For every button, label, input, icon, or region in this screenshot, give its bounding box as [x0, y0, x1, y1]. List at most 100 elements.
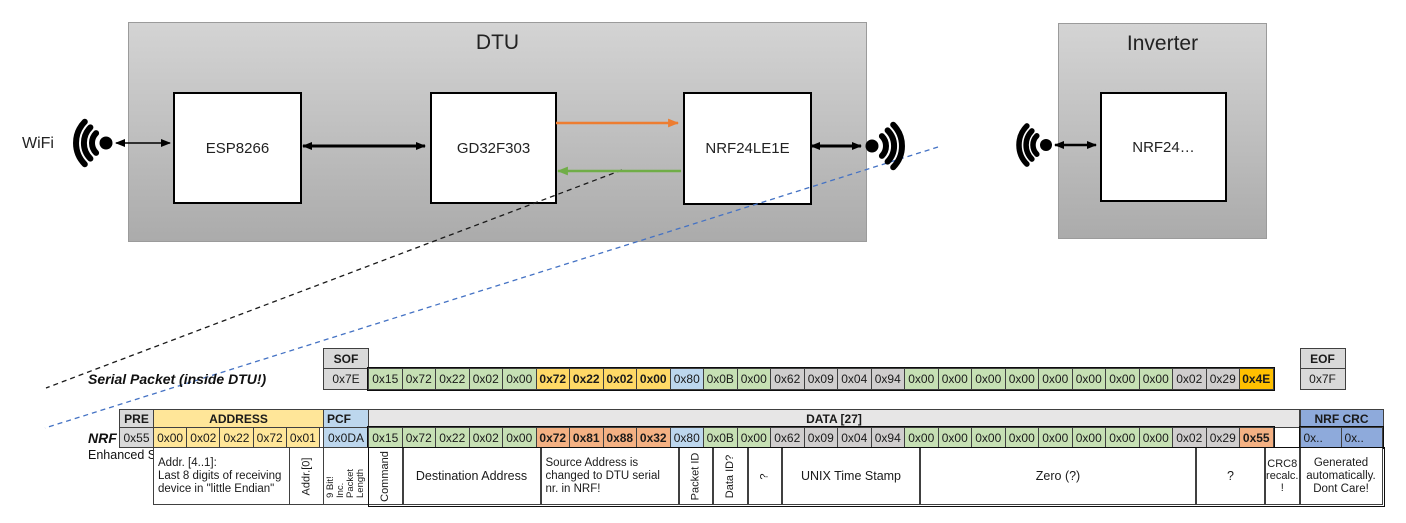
byte-cell: 0x72	[401, 368, 436, 390]
byte-cell: 0x00	[904, 427, 939, 448]
annotation-command: Command	[368, 447, 403, 505]
byte-cell: 0x02	[1172, 427, 1207, 448]
byte-cell: 0x22	[435, 368, 470, 390]
byte-cell: 0x0B	[703, 368, 738, 390]
annotation-address: Addr. [4..1]: Last 8 digits of receiving…	[153, 447, 290, 505]
nrf-pcf-value: 0x0DA	[323, 427, 369, 448]
byte-cell: 0x02	[186, 427, 221, 448]
nrf-data-header: DATA [27]	[368, 409, 1300, 428]
byte-cell: 0x00	[1038, 427, 1073, 448]
serial-eof-header: EOF	[1299, 348, 1346, 369]
annotation-packet-id: Packet ID	[678, 447, 713, 505]
byte-cell: 0x04	[837, 427, 872, 448]
byte-cell: 0x00	[1004, 427, 1039, 448]
byte-cell: 0x00	[971, 368, 1006, 390]
wifi-icon-inverter	[1016, 123, 1052, 167]
inverter-nrf24-label: NRF24…	[1132, 138, 1195, 156]
byte-cell: 0x62	[770, 368, 805, 390]
nrf24le1e-label: NRF24LE1E	[705, 140, 790, 157]
byte-cell: 0x00	[937, 427, 972, 448]
byte-cell: 0x00	[736, 368, 771, 390]
byte-cell: 0x80	[669, 368, 704, 390]
nrf24le1e-box: NRF24LE1E	[683, 92, 812, 205]
annotation-question-2: ?	[1196, 447, 1265, 505]
annotation-pcf: 9 Bit! Inc. Packet Length	[323, 447, 369, 505]
byte-cell: 0x00	[1071, 427, 1106, 448]
esp8266-label: ESP8266	[205, 139, 270, 157]
byte-cell: 0x00	[153, 427, 188, 448]
byte-cell: 0x22	[569, 368, 604, 390]
byte-cell: 0x00	[736, 427, 771, 448]
byte-cell: 0x09	[803, 368, 838, 390]
byte-cell: 0x29	[1205, 368, 1240, 390]
nrf-pre-value: 0x55	[119, 427, 154, 448]
annotation-unix-timestamp: UNIX Time Stamp	[782, 447, 920, 505]
byte-cell: 0x..	[1299, 427, 1342, 448]
serial-eof-value: 0x7F	[1299, 368, 1346, 390]
annotation-zero: Zero (?)	[920, 447, 1196, 505]
byte-cell: 0x00	[971, 427, 1006, 448]
annotation-addr0: Addr.[0]	[289, 447, 324, 505]
byte-cell: 0x00	[1071, 368, 1106, 390]
byte-cell: 0x72	[535, 368, 570, 390]
byte-cell: 0x62	[770, 427, 805, 448]
annotation-question-1: ?	[747, 447, 782, 505]
nrf-crc-byte-row: 0x..0x..	[1298, 426, 1384, 449]
serial-packet-label: Serial Packet (inside DTU!)	[88, 371, 267, 387]
byte-cell: 0x22	[219, 427, 254, 448]
byte-cell: 0x04	[837, 368, 872, 390]
byte-cell: 0x72	[401, 427, 436, 448]
inverter-container-box: Inverter	[1058, 23, 1267, 239]
byte-cell: 0x00	[1105, 368, 1140, 390]
byte-cell: 0x80	[669, 427, 704, 448]
inverter-nrf24-box: NRF24…	[1100, 92, 1227, 202]
byte-cell: 0x01	[285, 427, 320, 448]
byte-cell: 0x29	[1205, 427, 1240, 448]
byte-cell: 0x00	[502, 427, 537, 448]
wifi-icon-left	[73, 118, 113, 168]
byte-cell: 0x22	[435, 427, 470, 448]
byte-cell: 0x72	[252, 427, 287, 448]
byte-cell: 0x00	[1105, 427, 1140, 448]
byte-cell: 0x02	[1172, 368, 1207, 390]
serial-sof-header: SOF	[323, 348, 369, 369]
byte-cell: 0x02	[468, 427, 503, 448]
byte-cell: 0x55	[1239, 427, 1274, 448]
byte-cell: 0x00	[904, 368, 939, 390]
byte-cell: 0x09	[803, 427, 838, 448]
byte-cell: 0x0B	[703, 427, 738, 448]
byte-cell: 0x00	[1138, 368, 1173, 390]
byte-cell: 0x72	[535, 427, 570, 448]
nrf-pcf-header: PCF	[323, 409, 369, 428]
byte-cell: 0x4E	[1239, 368, 1274, 390]
byte-cell: 0x02	[602, 368, 637, 390]
nrf-pre-header: PRE	[119, 409, 154, 428]
byte-cell: 0x88	[602, 427, 637, 448]
annotation-destination-address: Destination Address	[402, 447, 541, 505]
annotation-crc-note: Generated automatically. Dont Care!	[1299, 447, 1383, 505]
byte-cell: 0x00	[502, 368, 537, 390]
byte-cell: 0x15	[368, 368, 403, 390]
nrf-crc-header: NRF CRC	[1299, 409, 1384, 428]
esp8266-box: ESP8266	[173, 92, 302, 204]
dtu-title: DTU	[475, 31, 520, 54]
byte-cell: 0x81	[569, 427, 604, 448]
byte-cell: 0x00	[636, 368, 671, 390]
byte-cell: 0x32	[636, 427, 671, 448]
byte-cell: 0x94	[870, 427, 905, 448]
inverter-title: Inverter	[1126, 32, 1199, 55]
annotation-crc8: CRC8 recalc. !	[1265, 447, 1300, 505]
byte-cell: 0x00	[1004, 368, 1039, 390]
annotation-data-id: Data ID?	[713, 447, 748, 505]
serial-sof-value: 0x7E	[323, 368, 369, 390]
byte-cell: 0x00	[1038, 368, 1073, 390]
byte-cell: 0x94	[870, 368, 905, 390]
byte-cell: 0x15	[368, 427, 403, 448]
byte-cell: 0x00	[937, 368, 972, 390]
byte-cell: 0x..	[1340, 427, 1383, 448]
annotation-source-address: Source Address is changed to DTU serial …	[540, 447, 679, 505]
